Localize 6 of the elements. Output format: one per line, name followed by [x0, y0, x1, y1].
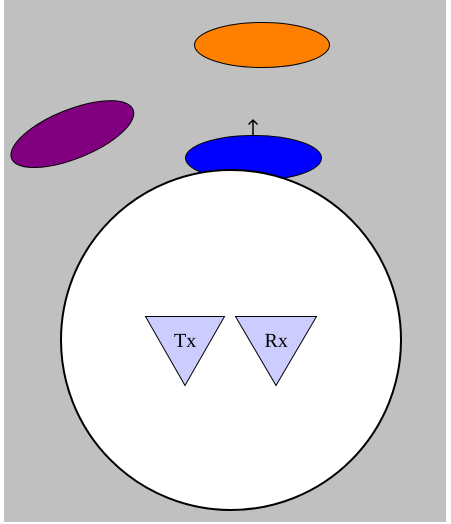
- ellipse: [194, 22, 330, 68]
- node-label: Tx: [174, 330, 196, 352]
- triangle: [235, 316, 317, 386]
- triangle: [145, 316, 225, 386]
- node-label: Rx: [264, 330, 288, 352]
- circle: [60, 169, 402, 511]
